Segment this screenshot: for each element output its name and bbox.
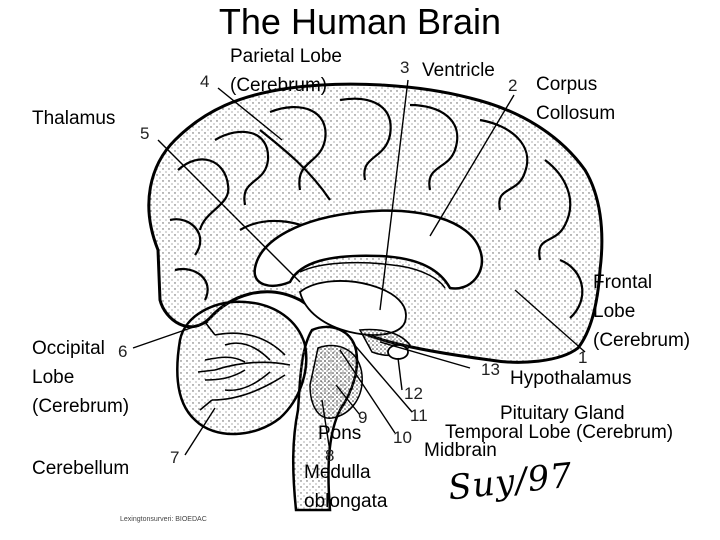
label-parietal-lobe: Parietal Lobe (Cerebrum): [230, 46, 342, 96]
marker-3: 3: [400, 58, 410, 77]
label-midbrain: Midbrain: [424, 440, 497, 461]
label-frontal-lobe: Frontal Lobe (Cerebrum): [593, 272, 691, 351]
thalamus: [298, 280, 407, 336]
cerebellum-shape: [176, 300, 308, 436]
gyri-lines: [169, 97, 584, 319]
label-hypothalamus: Hypothalamus: [510, 368, 632, 389]
label-temporal-lobe: Temporal Lobe (Cerebrum): [445, 422, 674, 443]
label-thalamus: Thalamus: [32, 108, 116, 129]
marker-5: 5: [140, 124, 150, 143]
marker-10: 10: [393, 428, 412, 447]
marker-8: 8: [325, 446, 335, 465]
marker-13: 13: [481, 360, 500, 379]
label-corpus-collosum: Corpus Collosum: [536, 74, 616, 124]
marker-9: 9: [358, 408, 368, 427]
label-pituitary-gland: Pituitary Gland: [500, 403, 625, 424]
marker-1: 1: [578, 348, 588, 367]
leader-lines: [132, 79, 586, 456]
marker-11: 11: [410, 406, 428, 425]
credit-line: Lexingtonsurveri: BIOEDAC: [120, 516, 207, 523]
label-ventricle: Ventricle: [422, 60, 495, 81]
marker-7: 7: [170, 448, 180, 467]
corpus-callosum: [253, 209, 483, 290]
marker-4: 4: [200, 72, 210, 91]
label-medulla-oblongata: Medulla oblongata: [304, 462, 388, 512]
label-cerebellum: Cerebellum: [32, 458, 130, 479]
page-title: The Human Brain: [218, 1, 502, 42]
arbor-vitae: [197, 321, 291, 411]
marker-12: 12: [404, 384, 423, 403]
marker-6: 6: [118, 342, 128, 361]
label-pons: Pons: [318, 423, 362, 444]
marker-2: 2: [508, 76, 518, 95]
label-occipital-lobe: Occipital Lobe (Cerebrum): [32, 338, 130, 417]
